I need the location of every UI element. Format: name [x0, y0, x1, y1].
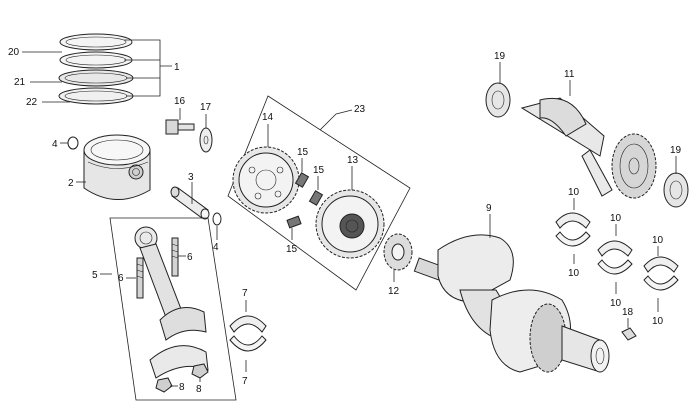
connecting-rod [134, 226, 209, 379]
balancer-bearing-right [663, 172, 689, 208]
label-14: 14 [262, 112, 274, 123]
crankshaft [413, 234, 610, 373]
gear-13 [315, 189, 385, 259]
balancer-bearing-left [485, 82, 511, 118]
label-11: 11 [564, 69, 575, 80]
label-4-lower: 4 [213, 242, 219, 253]
label-8-right: 8 [196, 384, 202, 395]
label-3: 3 [188, 172, 194, 183]
label-10-c-bottom: 10 [652, 316, 664, 327]
label-1: 1 [174, 62, 180, 73]
label-19-left: 19 [494, 51, 506, 62]
label-13: 13 [347, 155, 359, 166]
balancer-shaft [520, 97, 657, 199]
label-10-c-top: 10 [652, 235, 664, 246]
label-10-a-bottom: 10 [568, 268, 580, 279]
springs [286, 172, 324, 229]
label-19-right: 19 [670, 145, 682, 156]
sprocket-12 [383, 233, 413, 271]
label-8-left: 8 [179, 382, 185, 393]
washer-17 [199, 127, 213, 153]
conrod-bolt-left [136, 257, 144, 299]
label-9: 9 [486, 203, 492, 214]
piston [83, 134, 151, 200]
label-7-lower: 7 [242, 376, 248, 387]
label-2: 2 [68, 178, 74, 189]
dowel-18 [621, 327, 637, 341]
label-23: 23 [354, 104, 366, 115]
label-16: 16 [174, 96, 186, 107]
label-4-upper: 4 [52, 139, 58, 150]
label-18: 18 [622, 307, 634, 318]
gear-14 [232, 146, 300, 214]
piston-pin-clip-upper [67, 136, 79, 150]
label-6-left: 6 [118, 273, 124, 284]
piston-pin [170, 186, 210, 220]
label-20: 20 [8, 47, 20, 58]
piston-pin-clip-lower [212, 212, 222, 226]
piston-rings [58, 33, 134, 105]
main-bearings [555, 212, 679, 291]
label-10-b-bottom: 10 [610, 298, 622, 309]
bolt-16 [165, 119, 195, 135]
label-22: 22 [26, 97, 38, 108]
label-5: 5 [92, 270, 98, 281]
conrod-nuts [155, 363, 209, 393]
label-10-b-top: 10 [610, 213, 622, 224]
label-15-top: 15 [297, 147, 309, 158]
label-10-a-top: 10 [568, 187, 580, 198]
label-15-bottom: 15 [286, 244, 298, 255]
label-7-upper: 7 [242, 288, 248, 299]
label-6-right: 6 [187, 252, 193, 263]
conrod-bearings [229, 315, 267, 352]
conrod-bolt-right [171, 237, 179, 277]
label-12: 12 [388, 286, 400, 297]
label-17: 17 [200, 102, 212, 113]
label-15-right: 15 [313, 165, 325, 176]
label-21: 21 [14, 77, 26, 88]
